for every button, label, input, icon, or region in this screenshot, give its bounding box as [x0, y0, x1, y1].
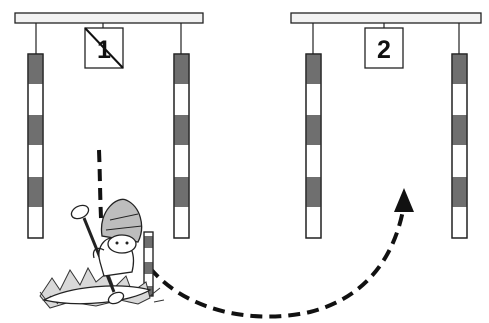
gate-2-number: 2 — [377, 36, 391, 64]
gate-2: 2 — [290, 12, 482, 239]
gate-1-right-pole — [173, 53, 190, 239]
kayak — [42, 285, 152, 305]
kayaker-face — [107, 234, 137, 254]
gate-2-right-pole — [451, 53, 468, 239]
gate-1-number: 1 — [97, 36, 111, 64]
gate-1-strike-mark — [84, 27, 124, 69]
gate-2-number-sign — [364, 27, 404, 69]
kayaker-helmet — [100, 198, 143, 243]
kayaker-figure — [39, 198, 165, 309]
path-arrowhead — [394, 188, 414, 212]
paddle-blade-bottom — [107, 291, 125, 305]
gate-1-left-pole — [27, 53, 44, 239]
paddle-path — [97, 149, 414, 319]
gate-1-crossbar — [14, 12, 204, 24]
paddle-blade-top — [70, 204, 90, 220]
path-incoming-segment — [97, 149, 103, 219]
gate-2-left-pole — [305, 53, 322, 239]
path-curve-segment — [148, 204, 406, 319]
gate-1: 1 — [14, 12, 204, 239]
kayaker-arm — [92, 247, 105, 259]
gate-2-crossbar — [290, 12, 482, 24]
